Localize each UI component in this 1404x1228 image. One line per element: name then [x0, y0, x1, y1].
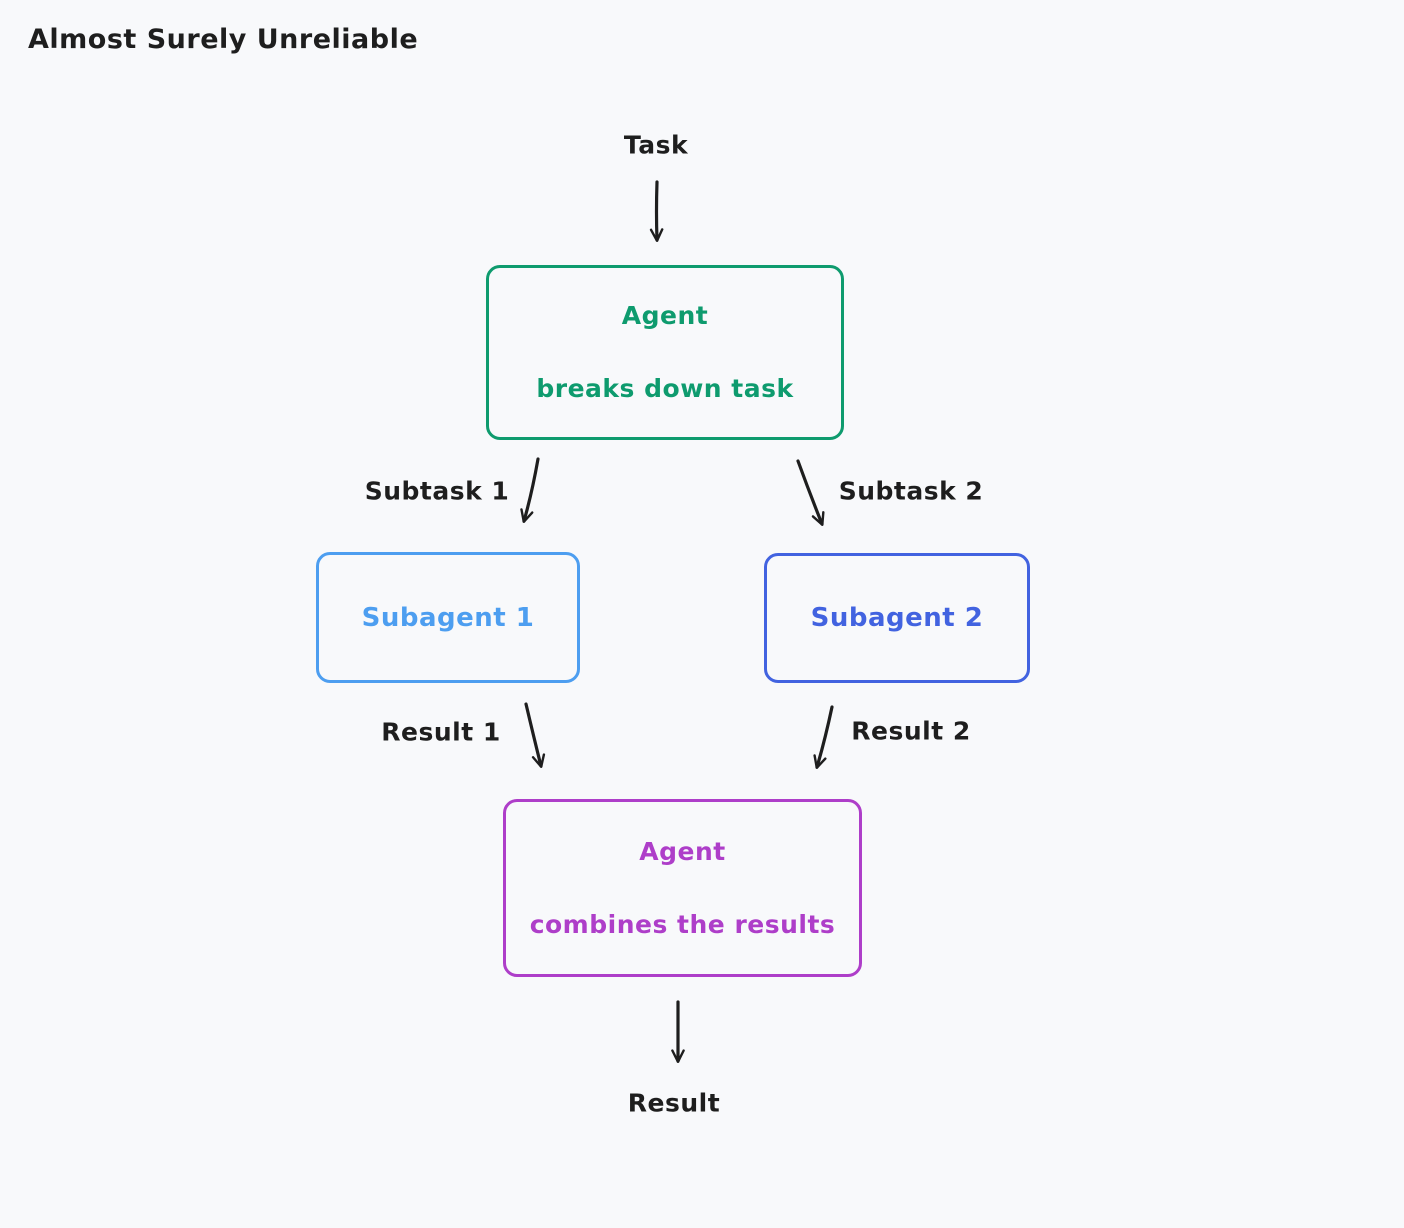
task-label: Task — [623, 130, 689, 160]
node-agent-combine-subtitle: combines the results — [529, 909, 836, 939]
subtask-1-label: Subtask 1 — [364, 476, 510, 506]
node-agent-split-title: Agent — [621, 301, 709, 330]
result-label: Result — [627, 1088, 721, 1118]
arrow-subagent-1-to-combine — [524, 702, 546, 768]
node-agent-breaks-down-task: Agent breaks down task — [486, 265, 844, 440]
arrow-agent-to-subagent-1 — [520, 457, 540, 523]
node-subagent-2: Subagent 2 — [764, 553, 1030, 683]
node-agent-combine-title: Agent — [639, 836, 726, 866]
result-2-label: Result 2 — [851, 716, 971, 746]
node-agent-combines-results: Agent combines the results — [503, 799, 862, 977]
page-title: Almost Surely Unreliable — [28, 24, 419, 55]
node-subagent-1-label: Subagent 1 — [361, 602, 535, 633]
node-subagent-2-label: Subagent 2 — [810, 603, 984, 633]
node-subagent-1: Subagent 1 — [316, 552, 580, 683]
result-1-label: Result 1 — [381, 717, 501, 747]
arrow-agent-to-subagent-2 — [796, 459, 825, 526]
arrow-subagent-2-to-combine — [813, 705, 834, 769]
arrow-task-to-agent — [649, 180, 664, 242]
subtask-2-label: Subtask 2 — [838, 476, 984, 506]
node-agent-split-subtitle: breaks down task — [536, 374, 794, 403]
